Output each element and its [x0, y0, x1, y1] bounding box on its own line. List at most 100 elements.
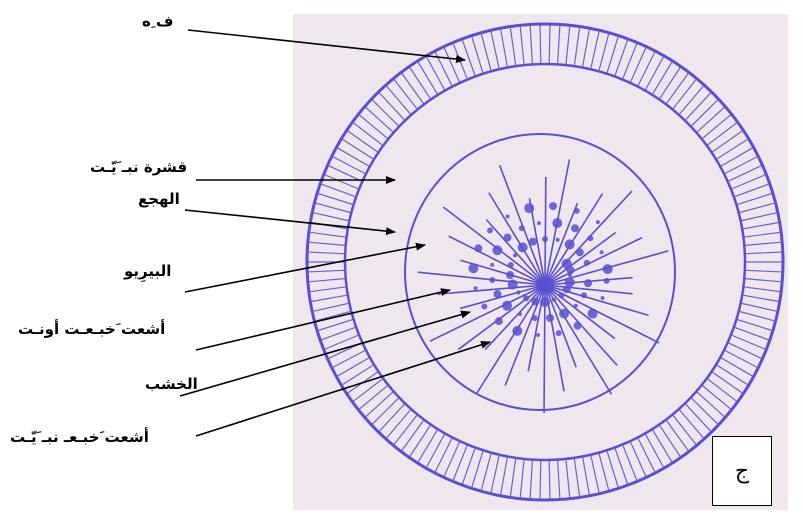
cortex-cell-wall: [520, 460, 524, 498]
cortex-cell-wall: [472, 451, 483, 487]
cortex-cell-wall: [591, 31, 599, 68]
xylem-vessel: [519, 225, 525, 231]
cortex-cell-wall: [309, 242, 345, 245]
xylem-vessel: [574, 208, 580, 214]
arrow-secondary-ray: [196, 342, 490, 436]
cortex-cell-wall: [692, 398, 718, 424]
xylem-vessel: [474, 286, 478, 290]
xylem-vessel: [531, 298, 539, 306]
cortex-cell-wall: [337, 148, 369, 166]
xylem-vessel: [481, 304, 487, 310]
xylem-vessel: [584, 279, 592, 287]
figure-letter: ج: [735, 459, 749, 484]
xylem-vessel: [518, 242, 528, 252]
cortex-cell-wall: [510, 28, 515, 66]
cortex-cell-wall: [745, 242, 781, 245]
cortex-cell-wall: [540, 25, 541, 63]
cortex-cell-wall: [379, 404, 404, 431]
cortex-cell-wall: [333, 350, 365, 367]
xylem-vessel: [529, 238, 537, 246]
xylem-vessel: [571, 224, 579, 232]
cortex-cell-wall: [703, 115, 731, 139]
cortex-cell-wall: [549, 461, 550, 499]
cortex-cell-wall: [673, 79, 696, 108]
cortex-cell-wall: [435, 438, 452, 472]
cortex-cell-wall: [318, 193, 352, 204]
xylem-vessel: [492, 245, 502, 255]
cortex-cell-wall: [309, 279, 345, 282]
cortex-cell-wall: [744, 287, 780, 292]
figure-letter-box: ج: [712, 436, 772, 506]
xylem-vessel: [468, 263, 478, 273]
cortex-cell-wall: [742, 213, 777, 221]
cortex-cell-wall: [359, 115, 387, 139]
xylem-vessel: [552, 218, 562, 228]
cortex-cell-wall: [427, 57, 445, 90]
cortex-cell-wall: [725, 157, 757, 174]
cortex-cell-wall: [402, 421, 424, 451]
cortex-cell-wall: [410, 67, 431, 98]
xylem-vessel: [495, 317, 503, 325]
xylem-vessel: [558, 292, 564, 298]
cortex-cell-wall: [667, 421, 689, 451]
cortex-cell-wall: [673, 415, 696, 444]
cortex-cell-wall: [558, 461, 560, 499]
cortex-cell-wall: [359, 386, 387, 410]
xylem-vessel: [508, 262, 514, 268]
cortex-cell-wall: [311, 295, 346, 301]
cortex-cell-wall: [708, 379, 737, 401]
xylem-vessel: [565, 239, 575, 249]
cortex-cell-wall: [318, 320, 352, 331]
cortex-cell-wall: [308, 252, 344, 254]
xylem-vessel: [574, 304, 578, 308]
cortex-cell-wall: [717, 139, 748, 159]
cortex-cell-wall: [353, 123, 382, 145]
label-cortex: قشرة نبـ َيّـت: [90, 158, 187, 176]
xylem-vessel: [601, 296, 605, 300]
cortex-cell-wall: [721, 358, 753, 376]
xylem-vessel: [540, 297, 550, 307]
cortex-cell-wall: [402, 73, 424, 103]
cortex-cell-wall: [481, 34, 491, 71]
xylem-vessel: [596, 220, 600, 224]
xylem-vessel: [506, 271, 514, 279]
cortex-cell-wall: [386, 410, 410, 438]
xylem-vessel: [513, 253, 517, 257]
cortex-cell-wall: [418, 62, 437, 94]
cortex-cell-wall: [379, 93, 404, 120]
cortex-cell-wall: [697, 392, 724, 417]
cortex-cell-wall: [315, 311, 350, 320]
xylem-vessel: [487, 227, 493, 233]
cortex-cell-wall: [607, 451, 618, 487]
cortex-cell-wall: [558, 25, 560, 63]
cortex-cell-wall: [737, 193, 771, 204]
cortex-cell-wall: [348, 131, 378, 152]
cortex-cell-wall: [501, 457, 508, 494]
cortex-cell-wall: [744, 232, 780, 237]
cortex-cell-wall: [491, 31, 499, 68]
cortex-cell-wall: [607, 37, 618, 73]
cortex-cell-wall: [712, 131, 742, 152]
xylem-vessel: [518, 312, 522, 316]
cortex-cell-wall: [394, 79, 417, 108]
xylem-vessel: [537, 221, 541, 225]
cortex-cell-wall: [686, 404, 711, 431]
xylem-vessel: [506, 215, 510, 219]
arrow-endodermis: [185, 210, 395, 232]
cortex-cell-wall: [481, 454, 491, 491]
cortex-cell-wall: [745, 279, 781, 282]
cortex-cell-wall: [310, 287, 346, 292]
xylem-vessel: [604, 278, 610, 284]
cortex-cell-wall: [743, 222, 778, 228]
xylem-vessel: [504, 234, 512, 242]
xylem-vessel: [508, 279, 518, 289]
xylem-vessel: [563, 285, 571, 293]
cortex-cell-wall: [366, 107, 393, 132]
cortex-cell-wall: [313, 213, 348, 221]
cortex-cell-wall: [530, 461, 532, 499]
cortex-cell-wall: [638, 52, 655, 86]
cortex-cell-wall: [697, 107, 724, 132]
cortex-cell-wall: [721, 148, 753, 166]
cortex-cell-wall: [746, 252, 782, 254]
cortex-cell-wall: [333, 157, 365, 174]
